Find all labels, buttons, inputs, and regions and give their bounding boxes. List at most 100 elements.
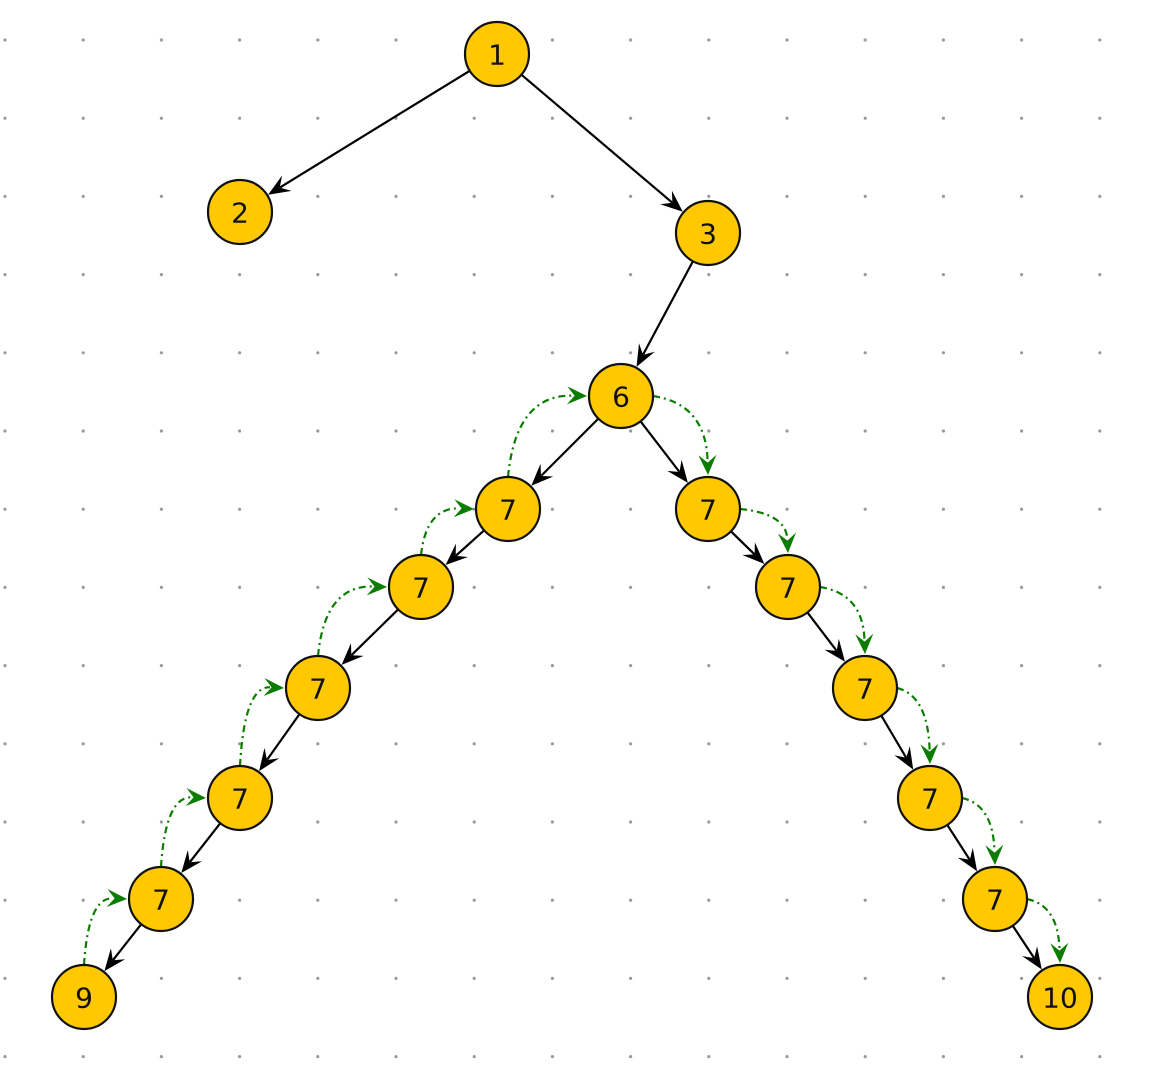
tree-edge-l1-l2	[455, 529, 485, 557]
grid-dot	[707, 1055, 711, 1059]
grid-dot	[316, 429, 320, 433]
grid-dot	[81, 898, 85, 902]
grid-dot	[785, 351, 789, 355]
grid-dot	[316, 38, 320, 42]
node-label: 7	[499, 494, 517, 527]
node-circle	[206, 764, 274, 832]
grid-dot	[159, 273, 163, 277]
grid-dot	[863, 585, 867, 590]
grid-dot	[863, 38, 867, 42]
grid-dot	[3, 898, 7, 902]
grid-dot	[629, 116, 633, 120]
grid-dot	[3, 116, 7, 120]
node-label: 7	[412, 572, 430, 605]
grid-dot	[629, 429, 633, 433]
node-circle	[754, 553, 822, 621]
grid-dot	[550, 898, 555, 902]
grid-dot	[629, 1055, 633, 1059]
grid-dot	[785, 194, 789, 198]
grid-dot	[394, 820, 398, 824]
grid-dot	[472, 194, 476, 198]
grid-dot	[1020, 664, 1024, 668]
grid-dot	[1020, 273, 1024, 277]
grid-dot	[941, 976, 946, 981]
node-circle	[474, 475, 542, 543]
traversal-edge-l4-l3	[238, 686, 271, 767]
grid-dot	[472, 585, 476, 590]
tree-arrowhead	[268, 175, 292, 195]
grid-dot	[238, 976, 242, 981]
node-label: 7	[856, 673, 874, 706]
tree-arrowhead	[531, 463, 554, 486]
grid-dot	[316, 273, 320, 277]
tree-edge-r3-r4	[880, 714, 908, 759]
node-n2: 2	[206, 178, 274, 246]
traversal-edge-n6-r1	[652, 394, 709, 462]
grid-dot	[550, 664, 555, 668]
grid-dot	[394, 742, 398, 746]
node-r5: 7	[961, 865, 1029, 933]
grid-dot	[394, 429, 398, 433]
grid-dot	[941, 194, 946, 198]
grid-dot	[1020, 1055, 1024, 1059]
grid-dot	[1020, 429, 1024, 433]
traversal-arrowhead	[366, 577, 387, 596]
node-label: 7	[152, 884, 170, 917]
grid-dot	[863, 898, 867, 902]
grid-dot	[1020, 976, 1024, 981]
grid-dot	[629, 351, 633, 355]
node-n10: 10	[1026, 963, 1094, 1031]
node-label: 7	[699, 494, 717, 527]
grid-dot	[707, 273, 711, 277]
grid-dot	[238, 351, 242, 355]
grid-dot	[1020, 820, 1024, 824]
tree-arrowhead	[181, 850, 202, 873]
tree-arrowhead	[1022, 946, 1042, 970]
tree-edge-r5-n10	[1011, 925, 1035, 959]
grid-dot	[472, 273, 476, 277]
node-label: 6	[612, 381, 630, 414]
node-label: 7	[231, 783, 249, 816]
grid-dot	[394, 194, 398, 198]
grid-dot	[629, 507, 633, 511]
node-n3: 3	[674, 199, 742, 267]
grid-dot	[550, 742, 555, 746]
grid-dot	[707, 742, 711, 746]
grid-dot	[550, 1055, 555, 1059]
grid-dot	[629, 976, 633, 981]
tree-arrowhead	[957, 847, 978, 872]
grid-dot	[785, 664, 789, 668]
grid-dot	[1098, 429, 1102, 433]
traversal-edges	[82, 386, 1069, 966]
tree-edge-l4-l5	[189, 822, 222, 863]
grid-dot	[394, 664, 398, 668]
grid-dot	[472, 898, 476, 902]
grid-dot	[1020, 742, 1024, 746]
tree-edges	[104, 69, 1042, 972]
node-l4: 7	[206, 764, 274, 832]
traversal-edge-r4-r5	[961, 796, 996, 852]
grid-dot	[3, 585, 7, 590]
node-label: 9	[75, 982, 93, 1015]
grid-dot	[1098, 273, 1102, 277]
node-label: 7	[779, 572, 797, 605]
grid-dot	[159, 351, 163, 355]
tree-arrowhead	[636, 343, 655, 367]
grid-dot	[941, 742, 946, 746]
grid-dot	[394, 273, 398, 277]
grid-dot	[81, 116, 85, 120]
tree-edge-r1-r2	[730, 530, 756, 555]
node-circle	[387, 553, 455, 621]
grid-dot	[1098, 116, 1102, 120]
grid-dot	[941, 664, 946, 668]
grid-dot	[81, 1055, 85, 1059]
node-label: 7	[986, 884, 1004, 917]
node-circle	[587, 362, 655, 430]
grid-dot	[316, 116, 320, 120]
grid-dot	[81, 585, 85, 590]
node-l5: 7	[127, 865, 195, 933]
grid-dot	[863, 1055, 867, 1059]
grid-dot	[1020, 194, 1024, 198]
grid-dot	[941, 116, 946, 120]
tree-arrowhead	[742, 542, 765, 564]
